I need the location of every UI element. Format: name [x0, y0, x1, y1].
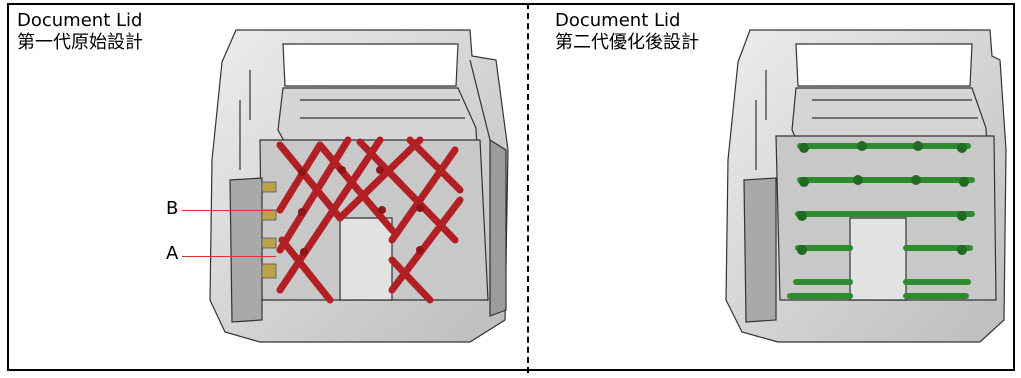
marker-b-leader — [182, 210, 274, 211]
right-panel-title: Document Lid 第二代優化後設計 — [555, 10, 699, 54]
right-horizontal-ribs — [787, 143, 975, 299]
right-title-line2: 第二代優化後設計 — [555, 32, 699, 53]
right-title-line1: Document Lid — [555, 10, 681, 31]
marker-a-leader — [182, 256, 276, 257]
left-lattice-nodes — [298, 166, 424, 256]
panel-divider — [527, 3, 529, 373]
left-title-line2: 第一代原始設計 — [17, 32, 143, 53]
left-lattice-ribs — [276, 136, 464, 304]
right-rib-nodes — [797, 141, 969, 255]
marker-b-label: B — [166, 198, 179, 219]
marker-a-label: A — [166, 243, 179, 264]
left-title-line1: Document Lid — [17, 10, 143, 31]
left-side-pads — [261, 181, 277, 279]
left-panel-title: Document Lid 第一代原始設計 — [17, 10, 143, 54]
